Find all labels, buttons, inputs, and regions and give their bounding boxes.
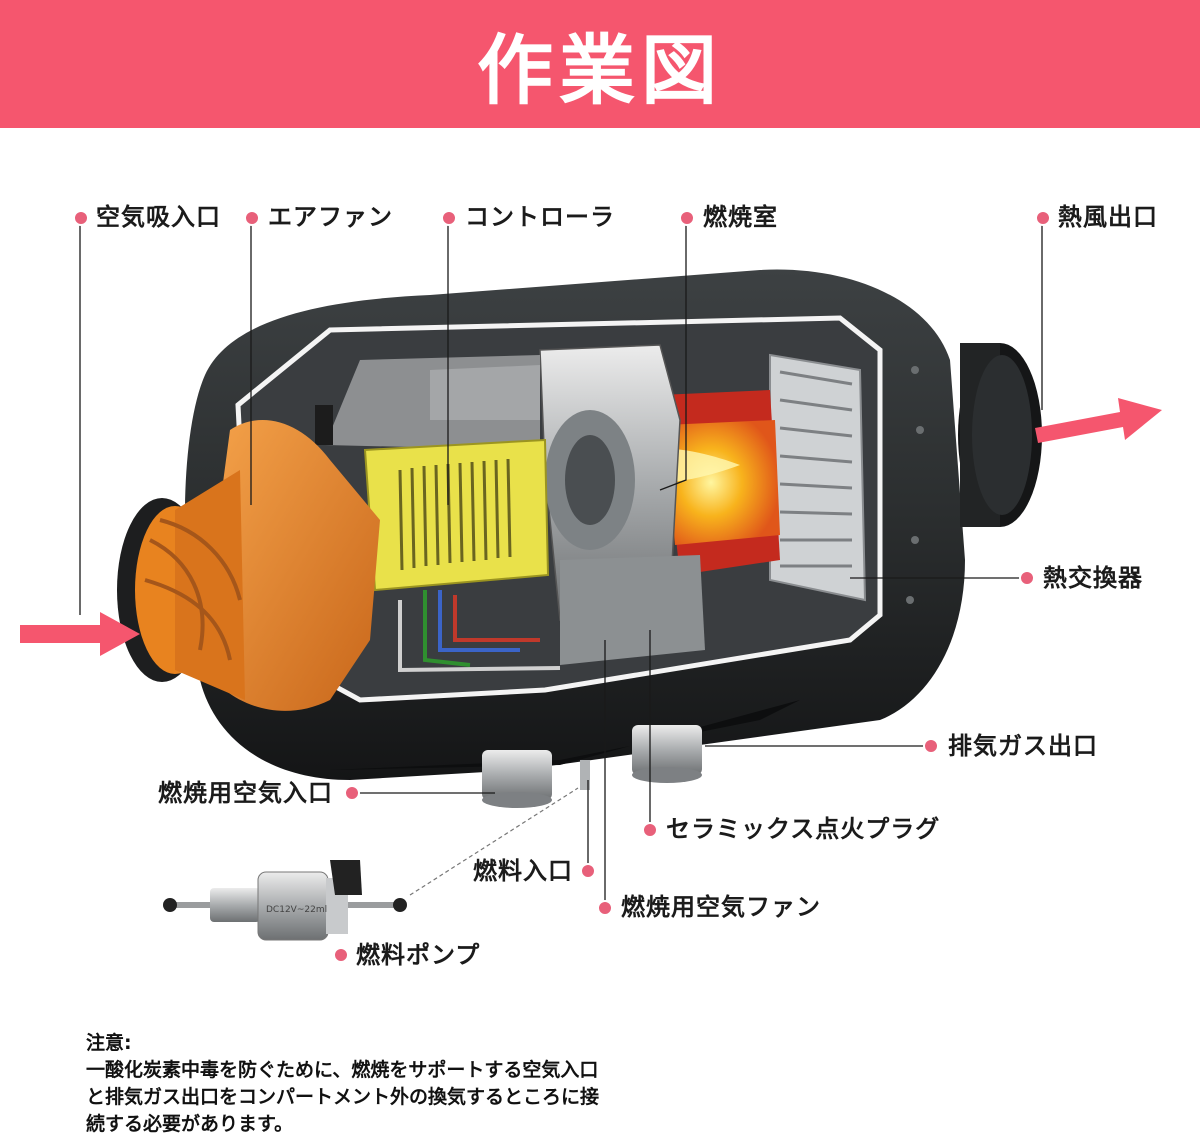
label-heat-exchanger: 熱交換器 <box>1043 564 1143 592</box>
caution-line-2: と排気ガス出口をコンパートメント外の換気するところに接 <box>86 1086 600 1108</box>
title-banner: 作業図 <box>0 0 1200 128</box>
outlet-arrow <box>1035 398 1162 443</box>
controller-board <box>363 438 550 592</box>
label-hot-air-outlet: 熱風出口 <box>1058 203 1158 231</box>
label-fuel-inlet: 燃料入口 <box>473 857 573 885</box>
air-fan <box>117 420 380 711</box>
label-dots <box>73 210 1051 963</box>
label-air-fan: エアファン <box>268 203 393 231</box>
label-combustion-air-inlet: 燃焼用空気入口 <box>158 779 333 807</box>
label-fuel-pump: 燃料ポンプ <box>356 941 481 969</box>
page-title: 作業図 <box>477 26 723 115</box>
burner-assembly <box>539 344 705 665</box>
hot-air-outlet-pipe <box>958 343 1042 527</box>
wiring <box>398 590 561 673</box>
leader-lines <box>79 218 1043 908</box>
caution-heading: 注意: <box>86 1032 132 1054</box>
heat-exchanger-fins <box>769 353 867 602</box>
label-controller: コントローラ <box>465 203 615 231</box>
caution-line-1: 一酸化炭素中毒を防ぐために、燃焼をサポートする空気入口 <box>86 1059 599 1081</box>
caution-note: 注意: 一酸化炭素中毒を防ぐために、燃焼をサポートする空気入口 と排気ガス出口を… <box>86 1030 736 1138</box>
label-ceramic-glow-plug: セラミックス点火プラグ <box>666 815 941 843</box>
fuel-pump-image: DC12V~22ml <box>163 860 407 941</box>
label-combustion-air-fan: 燃焼用空気ファン <box>621 893 821 921</box>
intake-arrow <box>20 612 140 656</box>
caution-line-3: 続する必要があります。 <box>86 1113 294 1135</box>
fuel-pump-marking: DC12V~22ml <box>266 905 327 915</box>
label-air-intake: 空気吸入口 <box>96 203 221 231</box>
flame <box>665 420 780 545</box>
label-combustion-chamber: 燃焼室 <box>703 203 778 231</box>
label-exhaust-outlet: 排気ガス出口 <box>948 732 1098 760</box>
